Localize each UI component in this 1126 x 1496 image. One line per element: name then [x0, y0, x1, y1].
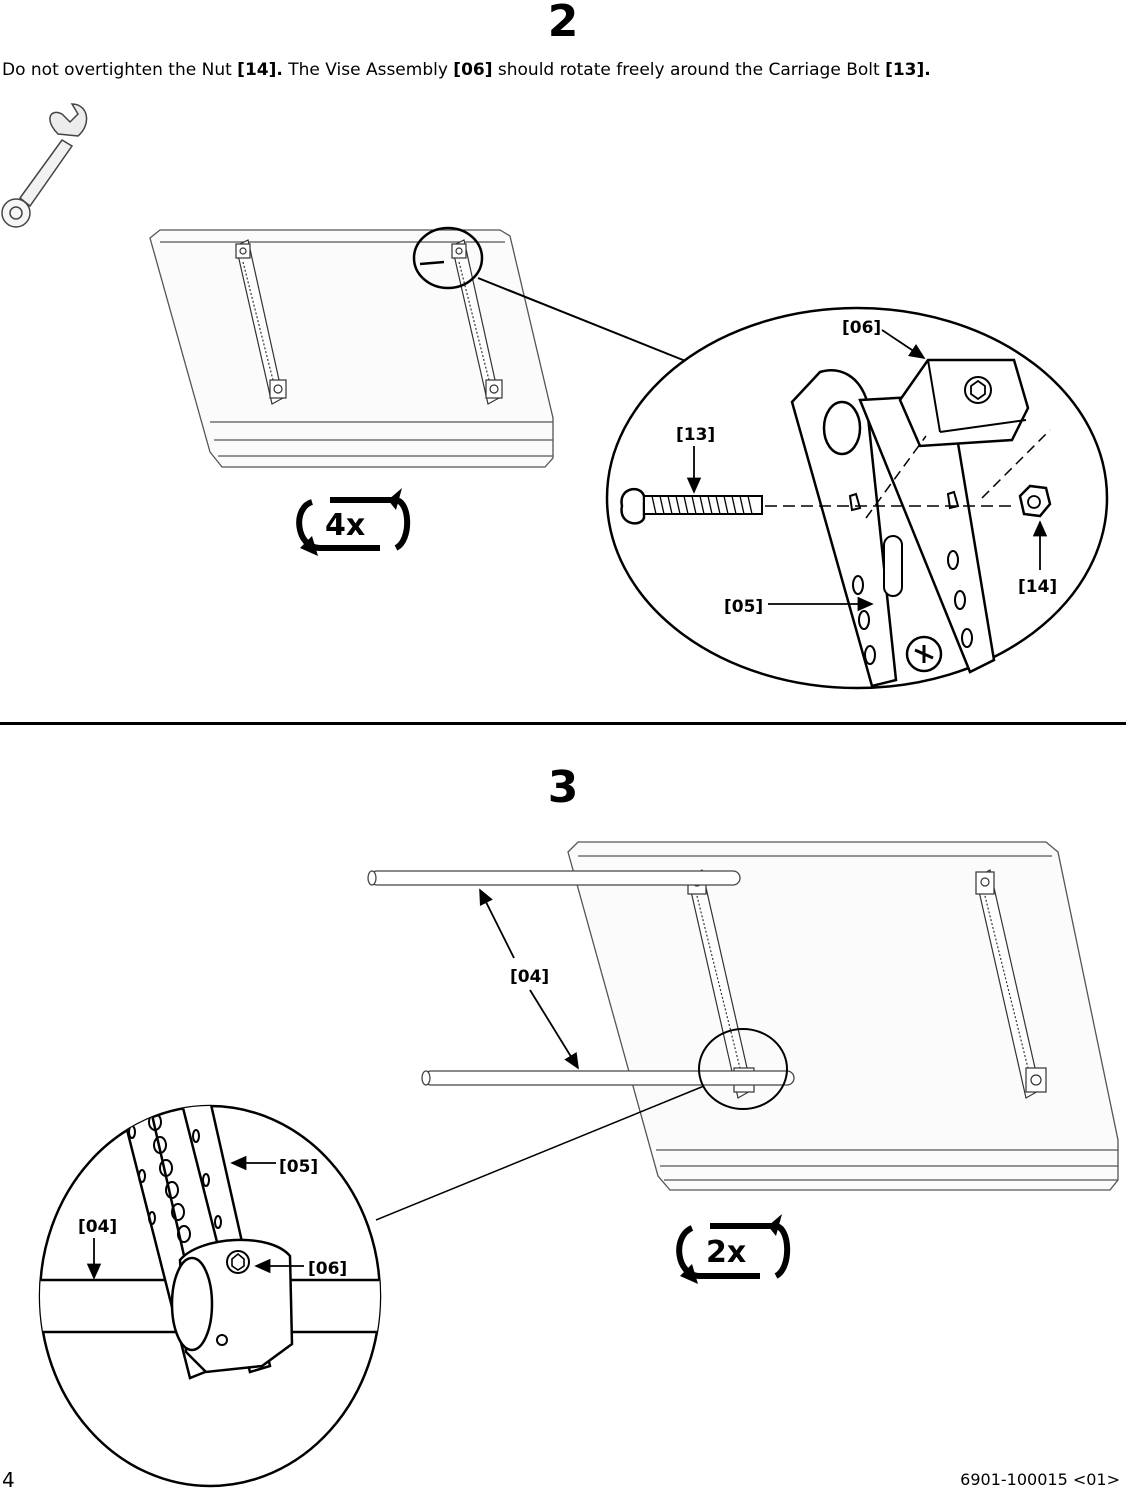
callout-05-bracket: [05] [724, 597, 763, 617]
instruction-part-ref: [13]. [885, 60, 931, 80]
step-2-bracket-right [451, 239, 503, 405]
detail-marker-circle [412, 226, 484, 290]
step-2-number: 2 [547, 0, 579, 47]
instruction-part-ref: [06] [453, 60, 493, 80]
instruction-text: Do not overtighten the Nut [2, 60, 238, 80]
step-3-number: 3 [547, 762, 579, 813]
callout-13-bolt: [13] [676, 425, 715, 445]
detail-leader-line [375, 1085, 705, 1221]
section-divider [0, 722, 1126, 725]
step-2-board [149, 229, 554, 468]
callout-04-detail-rod: [04] [78, 1217, 117, 1237]
rotate-arrows-icon [296, 488, 411, 556]
step-2-bracket-left [235, 239, 287, 405]
repeat-count-4x: 4x [325, 508, 365, 543]
callout-14-nut: [14] [1018, 577, 1057, 597]
instruction-text: should rotate freely around the Carriage… [492, 60, 886, 80]
callout-05-detail-bracket: [05] [279, 1157, 318, 1177]
wrench-icon [1, 103, 88, 228]
callout-04-rod: [04] [510, 967, 549, 987]
step-2-instruction: Do not overtighten the Nut [14]. The Vis… [2, 60, 931, 80]
page-number: 4 [2, 1468, 15, 1492]
callout-06-vise: [06] [842, 318, 881, 338]
document-code: 6901-100015 <01> [960, 1470, 1120, 1489]
instruction-text: The Vise Assembly [282, 60, 454, 80]
step-2-detail-view [605, 306, 1109, 690]
instruction-part-ref: [14]. [237, 60, 283, 80]
callout-06-detail-vise: [06] [308, 1259, 347, 1279]
step-3-bracket-right [975, 869, 1047, 1099]
detail-leader-line [477, 277, 689, 363]
detail-marker-circle [698, 1028, 788, 1110]
step-3-board [567, 841, 1119, 1191]
repeat-count-2x: 2x [706, 1235, 746, 1270]
rotate-arrows-icon [676, 1214, 791, 1284]
step-3-detail-view [38, 1104, 382, 1488]
